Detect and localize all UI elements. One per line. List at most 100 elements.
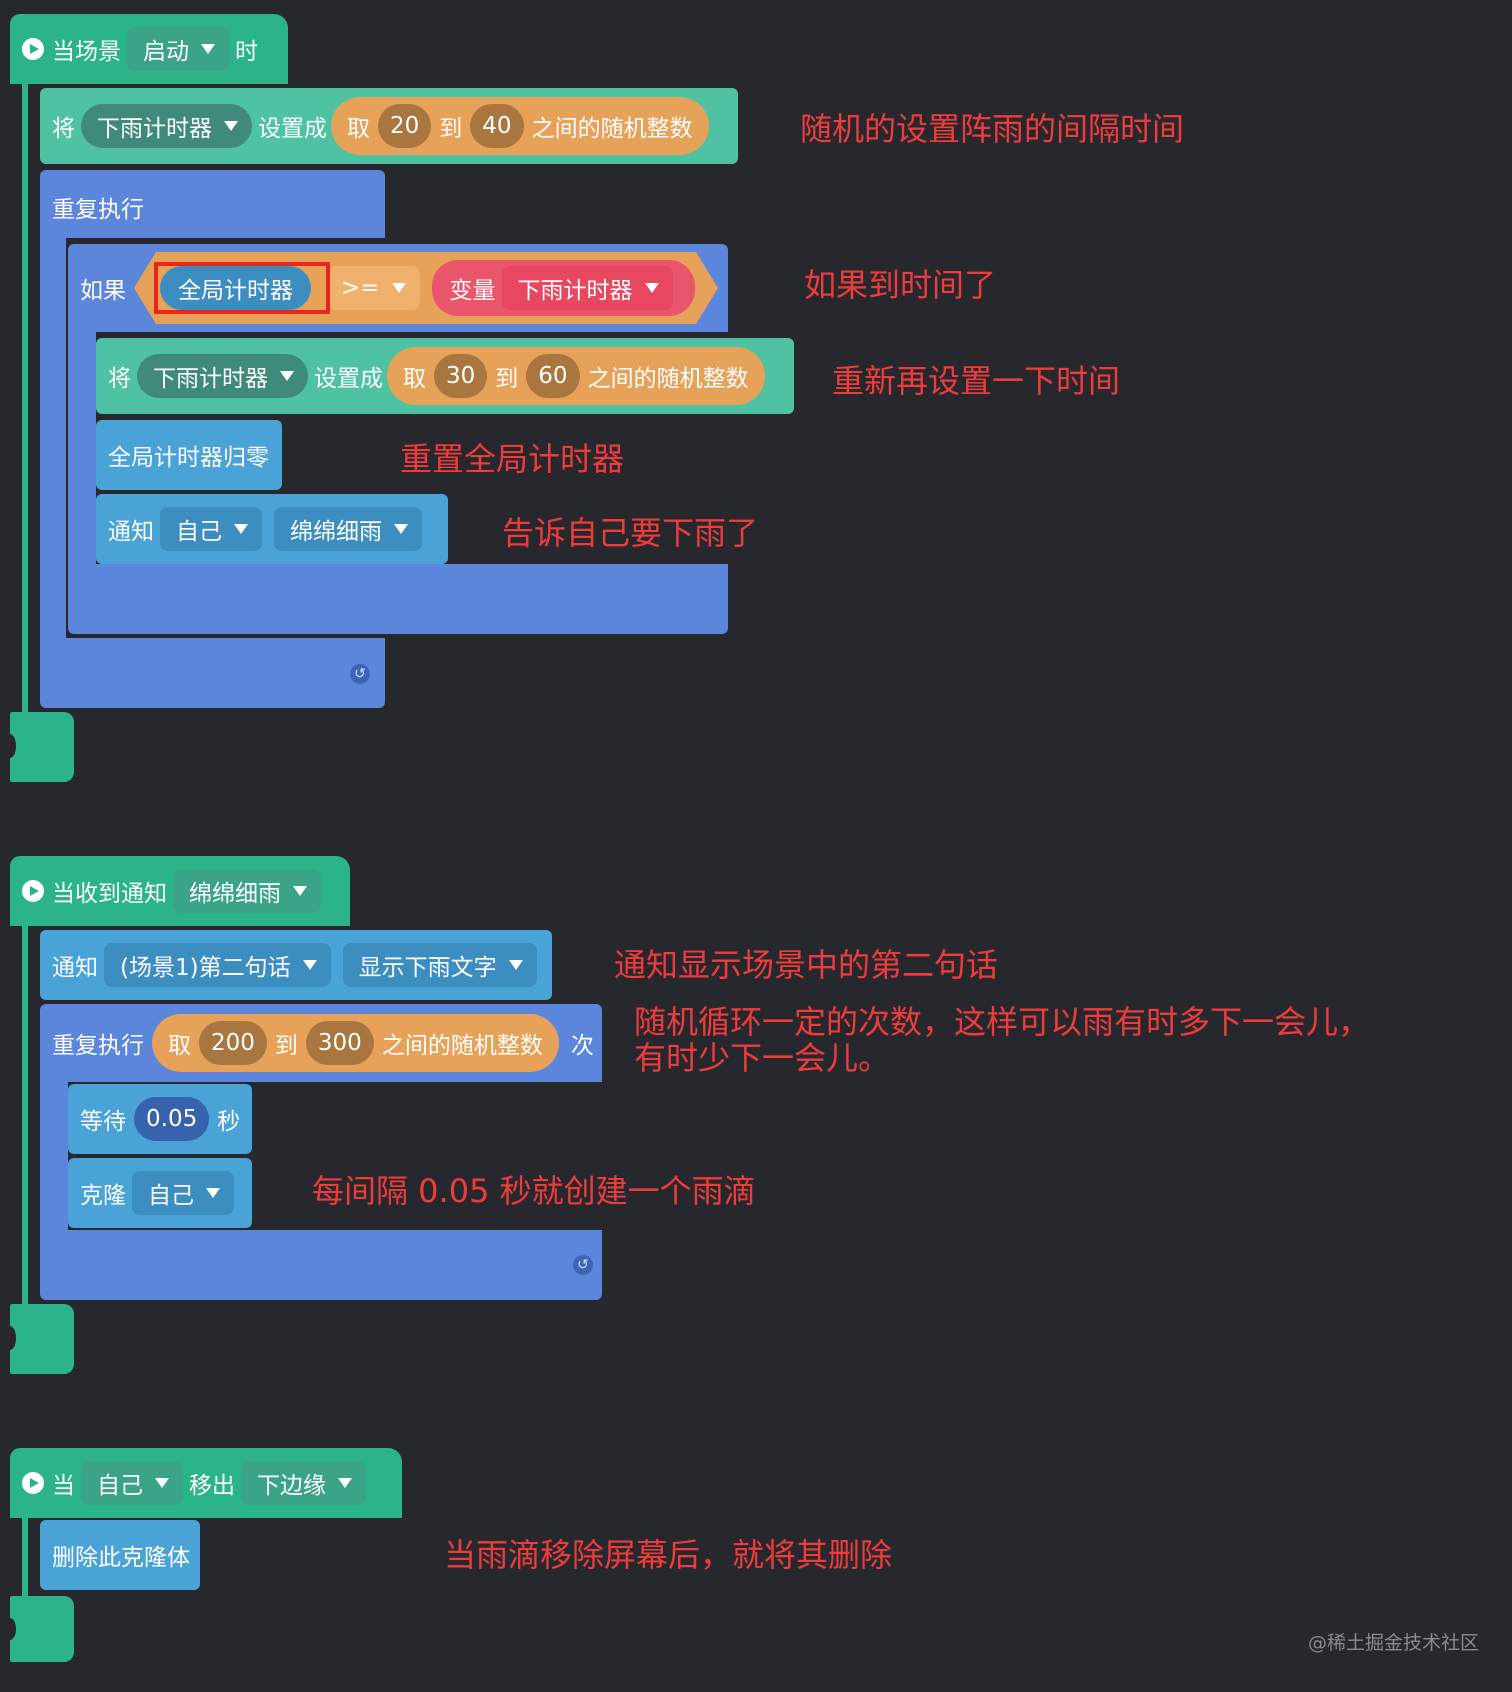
play-icon bbox=[22, 1472, 44, 1494]
loop-arrow-icon: ↺ bbox=[573, 1255, 593, 1275]
chevron-down-icon bbox=[280, 371, 294, 381]
clone-block[interactable]: 克隆 自己 bbox=[68, 1158, 252, 1228]
dropdown-value: 下雨计时器 bbox=[517, 278, 633, 304]
forever-loop-bottom[interactable]: ↺ bbox=[40, 638, 385, 708]
dropdown-value: 自己 bbox=[176, 519, 222, 545]
wait-block[interactable]: 等待 0.05 秒 bbox=[68, 1084, 252, 1154]
rand-label: 取 bbox=[403, 366, 426, 392]
repeat-block-top[interactable]: 重复执行 取 200 到 300 之间的随机整数 次 bbox=[40, 1004, 602, 1082]
rand-min-input[interactable]: 20 bbox=[378, 104, 432, 148]
dropdown-value: 下雨计时器 bbox=[153, 366, 268, 392]
hat-label: 当收到通知 bbox=[52, 881, 167, 907]
random-int-operator[interactable]: 取 200 到 300 之间的随机整数 bbox=[152, 1014, 559, 1072]
sprite-target-dropdown[interactable]: 自己 bbox=[81, 1461, 183, 1505]
scene-event-dropdown[interactable]: 启动 bbox=[127, 27, 229, 71]
notify-block[interactable]: 通知 (场景1)第二句话 显示下雨文字 bbox=[40, 930, 552, 1000]
reset-label: 全局计时器归零 bbox=[108, 445, 269, 471]
chevron-down-icon bbox=[338, 1478, 352, 1488]
annotation-line: 有时少下一会儿。 bbox=[634, 1039, 891, 1077]
dropdown-value: 绵绵细雨 bbox=[290, 519, 382, 545]
rand-min-input[interactable]: 200 bbox=[199, 1021, 267, 1065]
rand-label: 取 bbox=[347, 116, 370, 142]
repeat-label: 重复执行 bbox=[52, 1033, 144, 1059]
annotation-time-reached: 如果到时间了 bbox=[804, 266, 997, 304]
reset-global-timer-block[interactable]: 全局计时器归零 bbox=[96, 420, 282, 490]
when-receive-notification-hat[interactable]: 当收到通知 绵绵细雨 bbox=[10, 856, 350, 926]
dropdown-value: 自己 bbox=[148, 1183, 194, 1209]
chevron-down-icon bbox=[293, 886, 307, 896]
rand-max-input[interactable]: 300 bbox=[305, 1021, 374, 1065]
annotation-create-raindrop: 每间隔 0.05 秒就创建一个雨滴 bbox=[312, 1172, 756, 1210]
script3-end-cap bbox=[10, 1596, 74, 1662]
edge-dropdown[interactable]: 下边缘 bbox=[241, 1461, 366, 1505]
annotation-random-loop: 随机循环一定的次数，这样可以雨有时多下一会儿， 有时少下一会儿。 bbox=[634, 1004, 1370, 1076]
annotation-reset-time: 重新再设置一下时间 bbox=[832, 362, 1121, 400]
dropdown-value: 下雨计时器 bbox=[97, 116, 212, 142]
end-cap-notch bbox=[4, 734, 16, 758]
chevron-down-icon bbox=[206, 1188, 220, 1198]
if-label: 如果 bbox=[80, 278, 126, 304]
dropdown-value: 绵绵细雨 bbox=[189, 881, 281, 907]
rand-max-input[interactable]: 60 bbox=[526, 354, 580, 398]
notify-label: 通知 bbox=[52, 955, 98, 981]
when-sprite-leaves-edge-hat[interactable]: 当 自己 移出 下边缘 bbox=[10, 1448, 402, 1518]
dropdown-value: 下边缘 bbox=[257, 1473, 326, 1499]
variable-label: 变量 bbox=[449, 278, 496, 304]
notify-message-dropdown[interactable]: 显示下雨文字 bbox=[342, 943, 537, 987]
random-int-operator[interactable]: 取 30 到 60 之间的随机整数 bbox=[387, 347, 765, 405]
wait-label: 等待 bbox=[80, 1109, 126, 1135]
end-cap-notch bbox=[4, 1618, 16, 1640]
variable-name-dropdown[interactable]: 下雨计时器 bbox=[501, 266, 673, 310]
random-int-operator[interactable]: 取 20 到 40 之间的随机整数 bbox=[331, 97, 709, 155]
notify-block[interactable]: 通知 自己 绵绵细雨 bbox=[96, 494, 448, 564]
forever-loop-arm bbox=[40, 236, 66, 640]
chevron-down-icon bbox=[644, 283, 659, 293]
annotation-reset-global: 重置全局计时器 bbox=[400, 440, 625, 478]
clone-target-dropdown[interactable]: 自己 bbox=[132, 1171, 234, 1215]
end-cap-notch bbox=[4, 1326, 16, 1350]
variable-dropdown[interactable]: 下雨计时器 bbox=[137, 354, 308, 398]
script2-spine bbox=[22, 920, 28, 1320]
clone-label: 克隆 bbox=[80, 1183, 126, 1209]
rand-to: 到 bbox=[495, 366, 519, 392]
notify-message-dropdown[interactable]: 绵绵细雨 bbox=[274, 507, 422, 551]
notify-target-dropdown[interactable]: 自己 bbox=[160, 507, 262, 551]
dropdown-value: (场景1)第二句话 bbox=[120, 955, 291, 981]
set-variable-block[interactable]: 将 下雨计时器 设置成 取 20 到 40 之间的随机整数 bbox=[40, 88, 738, 164]
highlight-box bbox=[154, 262, 330, 314]
chevron-down-icon bbox=[224, 121, 238, 131]
script1-end-cap bbox=[10, 712, 74, 782]
wait-seconds-input[interactable]: 0.05 bbox=[134, 1097, 210, 1141]
global-timer-reporter[interactable]: 全局计时器 bbox=[160, 266, 311, 310]
variable-dropdown[interactable]: 下雨计时器 bbox=[81, 104, 252, 148]
if-block-arm bbox=[68, 330, 96, 566]
chevron-down-icon bbox=[391, 283, 406, 293]
variable-reporter[interactable]: 变量 下雨计时器 bbox=[431, 260, 695, 316]
rand-max-input[interactable]: 40 bbox=[470, 104, 524, 148]
play-icon bbox=[22, 880, 44, 902]
set-prefix: 将 bbox=[52, 116, 75, 142]
when-scene-starts-hat[interactable]: 当场景 启动 时 bbox=[10, 14, 288, 84]
annotation-notify-rain: 告诉自己要下雨了 bbox=[502, 514, 759, 552]
forever-label: 重复执行 bbox=[52, 197, 144, 223]
rand-suffix: 之间的随机整数 bbox=[587, 366, 749, 392]
operator-dropdown[interactable]: >= bbox=[327, 266, 420, 310]
delete-clone-block[interactable]: 删除此克隆体 bbox=[40, 1520, 200, 1590]
delete-label: 删除此克隆体 bbox=[52, 1545, 190, 1571]
set-verb: 设置成 bbox=[258, 116, 327, 142]
if-block-bottom bbox=[68, 564, 728, 634]
set-variable-block-2[interactable]: 将 下雨计时器 设置成 取 30 到 60 之间的随机整数 bbox=[96, 338, 794, 414]
chevron-down-icon bbox=[234, 524, 248, 534]
rand-label: 取 bbox=[168, 1033, 191, 1059]
watermark: @稀土掘金技术社区 bbox=[1308, 1632, 1480, 1654]
notify-target-dropdown[interactable]: (场景1)第二句话 bbox=[104, 943, 331, 987]
forever-loop-top[interactable]: 重复执行 bbox=[40, 170, 385, 238]
annotation-delete-raindrop: 当雨滴移除屏幕后，就将其删除 bbox=[444, 1536, 893, 1574]
hat-label: 当场景 bbox=[52, 39, 121, 65]
notification-dropdown[interactable]: 绵绵细雨 bbox=[173, 869, 321, 913]
chevron-down-icon bbox=[155, 1478, 169, 1488]
rand-min-input[interactable]: 30 bbox=[434, 354, 488, 398]
repeat-block-bottom[interactable]: ↺ bbox=[40, 1230, 602, 1300]
chevron-down-icon bbox=[302, 960, 317, 970]
dropdown-value: 自己 bbox=[97, 1473, 143, 1499]
